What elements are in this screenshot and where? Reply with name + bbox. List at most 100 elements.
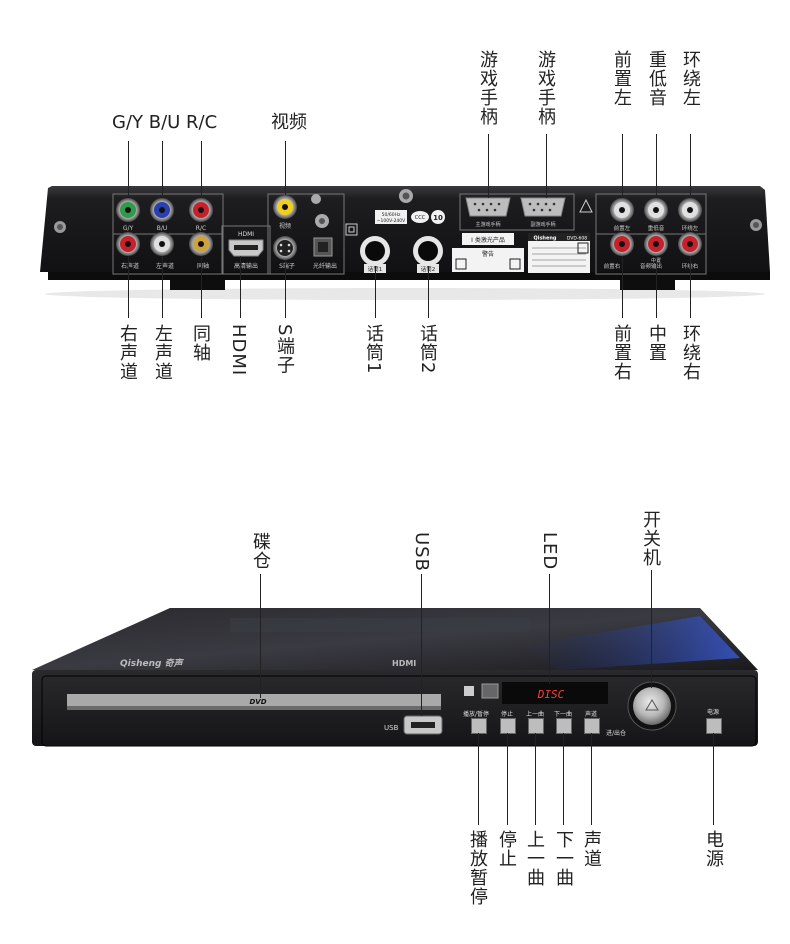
left-channel-label: 左声道 — [152, 324, 173, 381]
next-track-button[interactable] — [556, 718, 572, 734]
stop-label: 停止 — [496, 830, 517, 868]
rc-jack — [189, 198, 213, 222]
next-label: 下一曲 — [553, 830, 574, 887]
gamepad-port-1 — [465, 197, 511, 217]
leader-line — [507, 733, 508, 825]
gy-jack — [116, 198, 140, 222]
btn-channel-text: 声道 — [585, 710, 597, 718]
leader-line — [478, 733, 479, 825]
coaxial-jack — [189, 232, 213, 256]
front-left-label: 前置左 — [611, 50, 632, 107]
surround-left-jack — [678, 198, 702, 222]
subwoofer-jack — [644, 198, 668, 222]
front-hdmi-text: HDMI — [392, 659, 416, 668]
coaxial-label: 同轴 — [190, 324, 211, 362]
channel-button[interactable] — [584, 718, 600, 734]
hdmi-out-text: 高清输出 — [234, 262, 258, 270]
leader-line — [656, 134, 657, 198]
ccc-text: CCC — [415, 215, 426, 221]
play-pause-button[interactable] — [471, 718, 487, 734]
btn-stop-text: 停止 — [501, 710, 513, 718]
freq-text: 50/60Hz — [382, 212, 401, 218]
fl-text: 前置左 — [614, 224, 631, 232]
btn-play-text: 播放/暂停 — [463, 710, 489, 718]
rear-panel: G/Y B/U R/C 右声道 左声道 同轴 HDMI 高清输出 — [40, 186, 770, 300]
stop-button[interactable] — [500, 718, 516, 734]
gy-text: G/Y — [123, 225, 134, 232]
play-pause-label: 播放暂停 — [467, 830, 488, 906]
left-ch-text: 左声道 — [156, 262, 174, 270]
sl-text: 环绕左 — [682, 224, 699, 232]
leader-line — [285, 260, 286, 318]
dvd-logo: DVD — [249, 698, 266, 706]
mic-1-label: 话筒1 — [363, 324, 384, 375]
btn-next-text: 下一曲 — [554, 710, 572, 718]
s-video-port — [273, 236, 297, 260]
hdmi-port-text: HDMI — [238, 231, 254, 238]
right-ch-text: 右声道 — [121, 262, 139, 270]
front-right-label: 前置右 — [611, 324, 632, 381]
led-label: LED — [539, 532, 560, 571]
open-close-text: 进/出仓 — [606, 729, 626, 737]
leader-line — [651, 570, 652, 688]
audio-out-text: 音频输出 — [640, 262, 662, 270]
disc-tray — [67, 694, 441, 710]
prev-label: 上一曲 — [524, 830, 545, 887]
leader-line — [591, 733, 592, 825]
sw-text: 重低音 — [648, 224, 665, 232]
usb-label: USB — [411, 532, 432, 572]
leader-line — [285, 141, 286, 195]
warning-text: 警告 — [482, 250, 494, 258]
prev-track-button[interactable] — [528, 718, 544, 734]
center-jack — [644, 232, 668, 256]
hdmi-label: HDMI — [228, 324, 249, 377]
model-text: DVD-608 — [567, 236, 587, 242]
leader-line — [535, 733, 536, 825]
leader-line — [656, 256, 657, 318]
power-button[interactable] — [706, 718, 722, 734]
right-audio-jack — [116, 232, 140, 256]
ten-text: 10 — [433, 214, 443, 222]
center-label: 中置 — [646, 324, 667, 362]
rc-text: R/C — [196, 225, 206, 232]
volt-text: ~100V-240V — [377, 218, 406, 224]
leader-line — [690, 134, 691, 198]
front-panel: Qisheng 奇声 HDMI DVD USB DISC 播放/暂停 停止 上一… — [32, 608, 758, 747]
channel-label: 声道 — [581, 830, 602, 868]
video-label: 视频 — [271, 112, 307, 133]
leader-line — [128, 256, 129, 318]
laser-text: I 类激光产品 — [471, 236, 505, 244]
s-term-text: S端子 — [279, 262, 295, 270]
video-text: 视频 — [279, 222, 291, 230]
power-label: 电源 — [703, 830, 724, 868]
leader-line — [421, 574, 422, 716]
leader-line — [162, 141, 163, 197]
leader-line — [690, 256, 691, 318]
gy-bu-rc-label: G/Y B/U R/C — [112, 112, 218, 133]
brand-sticker-text: Qisheng — [533, 236, 556, 242]
leader-line — [563, 733, 564, 825]
leader-line — [375, 266, 376, 318]
gamepad-port-2 — [520, 197, 566, 217]
power-switch-knob — [627, 681, 677, 731]
bu-text: B/U — [157, 225, 168, 232]
right-channel-label: 右声道 — [117, 324, 138, 381]
front-right-jack — [610, 232, 634, 256]
leader-line — [201, 141, 202, 197]
leader-line — [622, 134, 623, 198]
bu-jack — [150, 198, 174, 222]
leader-line — [488, 134, 489, 198]
leader-line — [162, 256, 163, 318]
leader-line — [260, 574, 261, 698]
hdmi-port — [228, 239, 264, 257]
leader-line — [428, 266, 429, 318]
video-jack — [273, 195, 297, 219]
gamepad-2-label: 游戏手柄 — [535, 50, 556, 126]
optical-port — [313, 237, 333, 257]
leader-line — [201, 256, 202, 318]
mic2-jack — [413, 236, 443, 266]
optical-text: 光纤输出 — [313, 262, 337, 270]
mic1-jack — [360, 236, 390, 266]
led-display — [502, 682, 608, 704]
leader-line — [240, 256, 241, 318]
